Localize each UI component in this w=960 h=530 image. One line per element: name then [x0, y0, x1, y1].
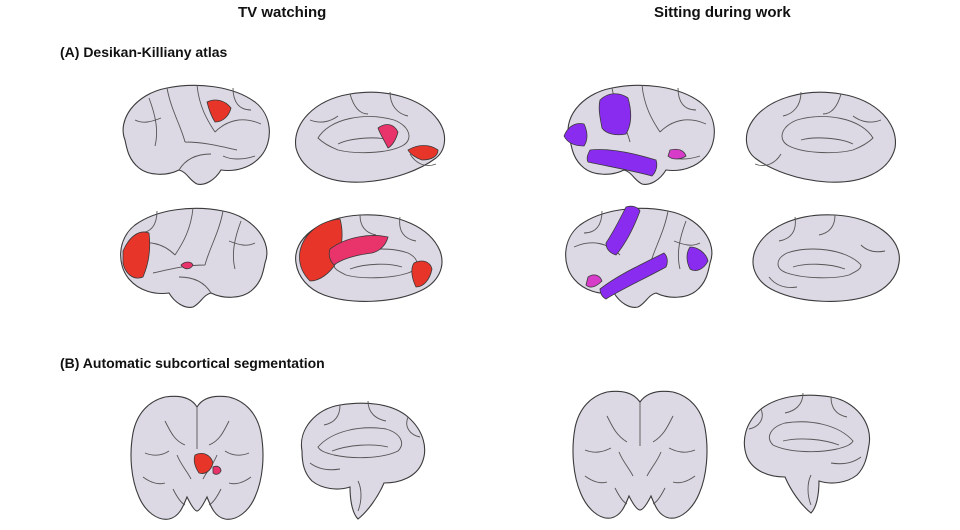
section-label-subcortical: (B) Automatic subcortical segmentation	[60, 355, 325, 371]
tv-medial-brain-top	[295, 91, 446, 183]
tv-highlight-cuneus	[407, 145, 439, 161]
sit-lateral-brain-bottom	[565, 205, 713, 308]
sit-highlight-frontal-pole	[667, 148, 687, 160]
sit-medial-brain-top	[745, 91, 896, 183]
sit-coronal-slice	[572, 390, 708, 519]
sit-highlight-superior-temporal-b	[599, 252, 668, 300]
tv-highlight-putamen	[193, 453, 214, 474]
tv-lateral-brain-bottom	[120, 207, 268, 308]
sit-highlight-temporal-pole	[585, 274, 603, 288]
column-title-sitting-during-work: Sitting during work	[654, 4, 791, 21]
tv-highlight-isthmus-cingulate	[377, 124, 399, 149]
tv-lateral-brain-top	[122, 84, 270, 185]
tv-highlight-inferior-parietal	[122, 231, 151, 279]
section-label-desikan-killiany: (A) Desikan-Killiany atlas	[60, 44, 228, 60]
tv-coronal-slice	[130, 395, 264, 520]
tv-highlight-pallidum	[212, 465, 222, 475]
tv-highlight-temporal-small	[180, 261, 194, 270]
sit-highlight-supramarginal	[598, 93, 632, 136]
tv-medial-brain-bottom	[295, 214, 443, 302]
tv-highlight-lateral-orbitofrontal	[411, 260, 433, 288]
sit-highlight-postcentral	[605, 205, 641, 256]
tv-highlight-superior-parietal	[206, 99, 232, 123]
sit-sagittal-slice	[743, 392, 871, 514]
sit-highlight-lateral-occipital-b	[686, 246, 709, 271]
sit-lateral-brain-top	[563, 84, 715, 185]
tv-sagittal-slice	[300, 400, 426, 520]
tv-highlight-posterior-cingulate	[328, 235, 389, 266]
sit-highlight-lateral-occipital	[563, 123, 588, 147]
column-title-tv-watching: TV watching	[238, 4, 327, 21]
sit-highlight-superior-temporal	[586, 149, 658, 177]
sit-medial-brain-bottom	[752, 214, 900, 302]
